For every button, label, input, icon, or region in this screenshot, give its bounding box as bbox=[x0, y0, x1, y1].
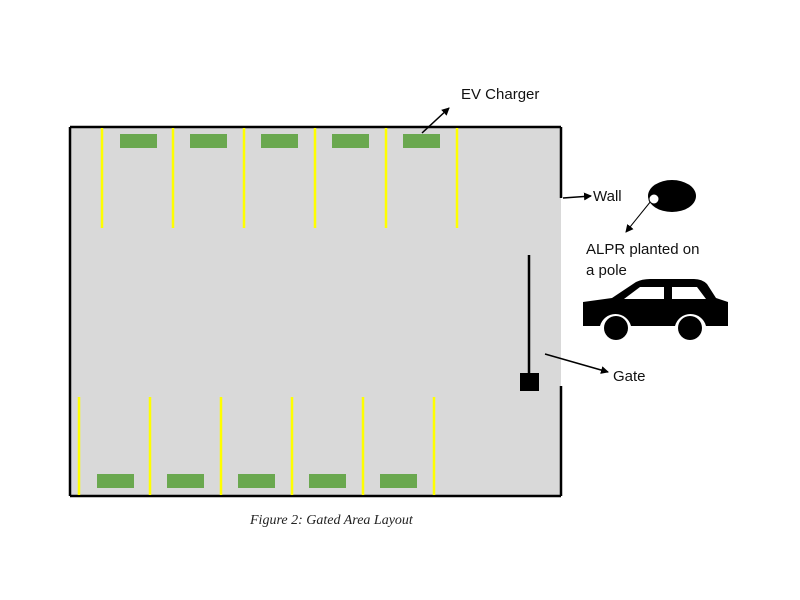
gate-post-icon bbox=[520, 373, 539, 391]
gate-arrow bbox=[544, 353, 609, 374]
wall-label: Wall bbox=[593, 188, 622, 205]
ev-charger bbox=[261, 134, 298, 148]
ev-charger bbox=[120, 134, 157, 148]
car-icon bbox=[583, 279, 728, 340]
annotation-arrows bbox=[421, 107, 652, 374]
gate bbox=[520, 255, 539, 391]
alpr-camera-icon bbox=[648, 180, 696, 212]
top-parking-lines bbox=[100, 128, 459, 228]
ev-charger bbox=[238, 474, 275, 488]
car-wheel-rear bbox=[678, 316, 702, 340]
ev-charger-arrow bbox=[421, 107, 450, 134]
alpr-label-line2: a pole bbox=[586, 262, 627, 279]
top-ev-chargers bbox=[120, 134, 440, 148]
ev-charger-label: EV Charger bbox=[461, 86, 539, 103]
alpr-arrow bbox=[625, 200, 652, 233]
ev-charger bbox=[403, 134, 440, 148]
bottom-ev-chargers bbox=[97, 474, 417, 488]
ev-charger bbox=[309, 474, 346, 488]
car-window-front bbox=[624, 287, 664, 299]
wall-arrow bbox=[562, 192, 592, 201]
ev-charger bbox=[97, 474, 134, 488]
gate-label: Gate bbox=[613, 368, 646, 385]
ev-charger bbox=[190, 134, 227, 148]
ev-charger bbox=[332, 134, 369, 148]
car-wheel-front bbox=[604, 316, 628, 340]
car-window-rear bbox=[672, 287, 706, 299]
alpr-label-line1: ALPR planted on bbox=[586, 241, 699, 258]
camera-lens bbox=[648, 193, 660, 205]
camera-body bbox=[648, 180, 696, 212]
figure-caption: Figure 2: Gated Area Layout bbox=[249, 513, 414, 528]
bottom-parking-lines bbox=[77, 397, 436, 495]
car-body bbox=[583, 279, 728, 326]
ev-charger bbox=[167, 474, 204, 488]
ev-charger bbox=[380, 474, 417, 488]
